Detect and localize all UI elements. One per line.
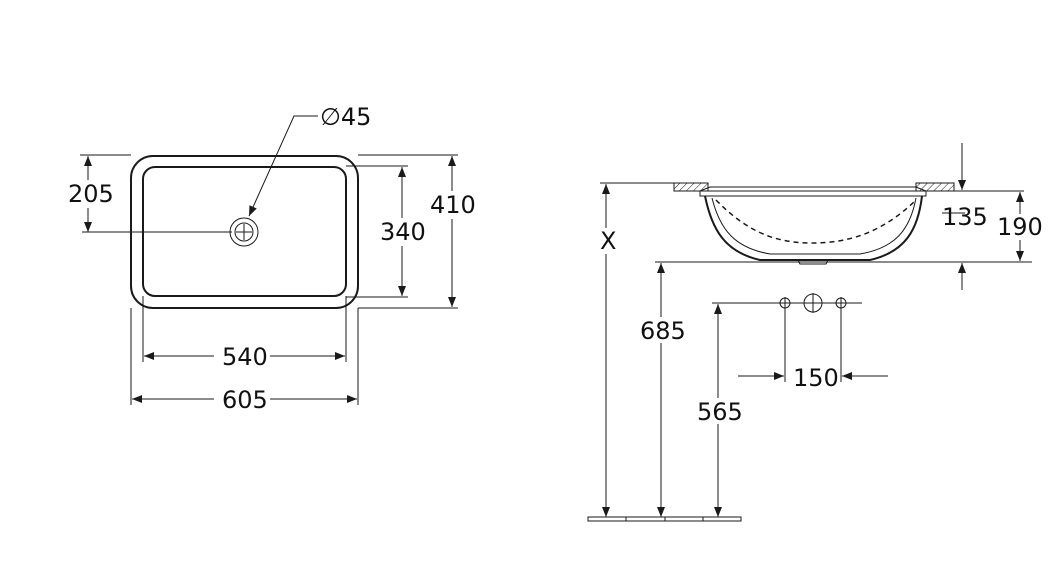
basin-inner-dashed	[715, 199, 917, 244]
dim-135-label: 135	[942, 203, 988, 231]
dim-150-label: 150	[793, 364, 839, 392]
tap-hole-symbols	[779, 293, 847, 313]
countertop-left-hatch	[673, 182, 709, 192]
diameter-label: ∅45	[320, 103, 371, 131]
dim-x-label: X	[600, 227, 616, 255]
dim-410-label: 410	[430, 191, 476, 219]
basin-bowl-inner	[711, 197, 917, 255]
drain-symbol	[229, 217, 259, 247]
floor-line	[587, 516, 742, 522]
dim-205-label: 205	[68, 180, 114, 208]
dim-605-label: 605	[222, 386, 268, 414]
dim-685-label: 685	[640, 317, 686, 345]
side-view: 135 190 X 685 565 150	[587, 143, 1044, 522]
diameter-leader	[248, 115, 318, 217]
dim-190-label: 190	[997, 213, 1043, 241]
basin-bowl-outline	[704, 195, 923, 261]
top-view: ∅45 205 340 410 540 605	[64, 103, 476, 414]
dim-340-label: 340	[380, 218, 426, 246]
dim-565-label: 565	[697, 398, 743, 426]
dim-540-label: 540	[222, 343, 268, 371]
